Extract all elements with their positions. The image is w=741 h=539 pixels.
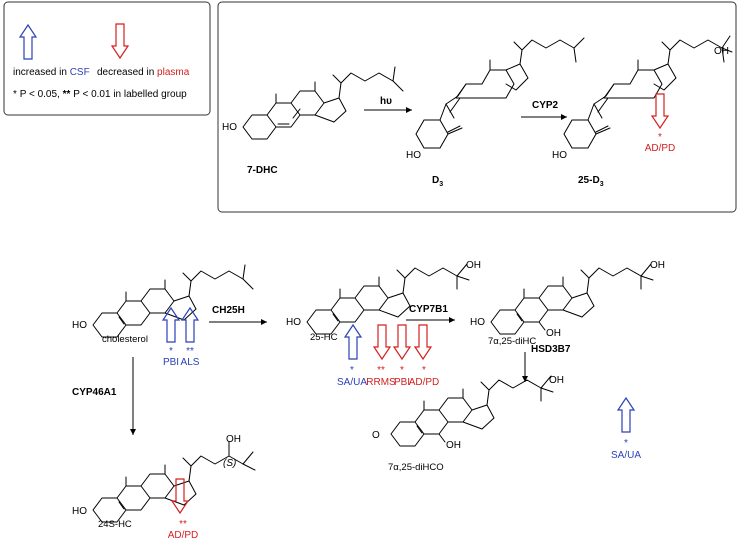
cholesterol-group-als: ALS xyxy=(181,357,200,368)
molecule-25hc xyxy=(306,263,470,335)
cholesterol-stars-als: ** xyxy=(186,346,194,357)
stereo-s-24shc: (S) xyxy=(223,458,236,469)
25hc-group-saua: SA/UA xyxy=(337,377,367,388)
atom-7oh-7a25dihc: OH xyxy=(546,328,561,339)
step-hsd3b7: HSD3B7 xyxy=(531,344,571,355)
25hc-stars-adpd: * xyxy=(422,365,426,376)
legend-down-arrow-icon xyxy=(111,23,129,59)
25d3-group: AD/PD xyxy=(645,143,676,154)
atom-oh-7a25dihco: OH xyxy=(549,375,564,386)
atom-oh-25hc: OH xyxy=(466,260,481,271)
label-7a25dihco: 7α,25-diHCO xyxy=(388,462,444,473)
25hc-group-pbi: PBI xyxy=(394,377,410,388)
legend-down-fluid: plasma xyxy=(157,67,190,78)
atom-oh-7a25dihc: OH xyxy=(650,260,665,271)
molecule-7a25dihc xyxy=(490,263,654,335)
label-7a25dihc: 7α,25-diHC xyxy=(488,336,536,347)
legend-up-fluid: CSF xyxy=(70,67,90,78)
legend-sig2: P < 0.01 in labelled group xyxy=(73,89,187,100)
legend-box xyxy=(3,1,211,116)
molecule-7dhc xyxy=(242,66,404,140)
legend-star1: * xyxy=(13,89,17,100)
label-24shc: 24S-HC xyxy=(98,519,132,530)
label-25hc: 25-HC xyxy=(310,332,338,343)
molecule-25d3 xyxy=(563,35,733,149)
step-cyp7b1: CYP7B1 xyxy=(409,304,448,315)
svg-text:* P < 0.05, ** P < 0.01 in lab: * P < 0.05, ** P < 0.01 in labelled grou… xyxy=(13,89,187,100)
atom-ho-25d3: HO xyxy=(552,150,567,161)
25hc-down-arrow-pbi-icon xyxy=(393,324,411,360)
molecule-7a25dihco xyxy=(390,375,554,447)
atom-o-7a25dihco: O xyxy=(372,430,380,441)
cholesterol-up-arrow-als-icon xyxy=(181,307,199,343)
25hc-stars-rrms: ** xyxy=(377,365,385,376)
dihco-group-saua: SA/UA xyxy=(611,450,641,461)
atom-ho-d3: HO xyxy=(406,150,421,161)
25hc-down-arrow-adpd-icon xyxy=(414,324,432,360)
atom-7oh-7a25dihco: OH xyxy=(446,440,461,451)
atom-ho-25hc: HO xyxy=(286,317,301,328)
svg-text:decreased in plasma: decreased in plasma xyxy=(97,67,190,78)
vitamin-d-box xyxy=(217,1,737,213)
label-7dhc: 7-DHC xyxy=(247,165,278,176)
legend-sig1: P < 0.05, xyxy=(20,89,60,100)
step-hv: hυ xyxy=(380,96,392,107)
cholesterol-stars-pbi: * xyxy=(169,346,173,357)
step-cyp2: CYP2 xyxy=(532,100,559,111)
molecule-24shc xyxy=(92,441,256,523)
step-ch25h: CH25H xyxy=(212,305,245,316)
25hc-group-rrms: RRMS xyxy=(366,377,396,388)
25d3-stars: * xyxy=(658,132,662,143)
molecule-cholesterol xyxy=(92,264,254,338)
svg-text:increased in CSF: increased in CSF xyxy=(13,67,90,78)
atom-ho-24shc: HO xyxy=(72,506,87,517)
dihco-stars-saua: * xyxy=(624,438,628,449)
dihco-up-arrow-icon xyxy=(617,397,635,433)
legend-down-prefix: decreased in xyxy=(97,67,154,78)
cholesterol-group-pbi: PBI xyxy=(163,357,179,368)
label-cholesterol: cholesterol xyxy=(102,334,148,345)
legend-up-prefix: increased in xyxy=(13,67,67,78)
25d3-down-arrow-icon xyxy=(651,93,669,129)
molecule-d3 xyxy=(415,37,585,149)
step-cyp46a1: CYP46A1 xyxy=(72,387,117,398)
label-25d3: 25-D3 xyxy=(578,175,604,188)
legend-star2: ** xyxy=(63,89,71,100)
atom-ho-7a25dihc: HO xyxy=(470,317,485,328)
25hc-down-arrow-rrms-icon xyxy=(373,324,391,360)
25hc-stars-saua: * xyxy=(350,365,354,376)
24shc-group-adpd: AD/PD xyxy=(168,530,199,539)
atom-oh-24shc: OH xyxy=(226,434,241,445)
25hc-up-arrow-icon xyxy=(344,324,362,360)
legend-up-arrow-icon xyxy=(19,24,37,60)
24shc-stars-adpd: ** xyxy=(179,519,187,530)
25hc-stars-pbi: * xyxy=(400,365,404,376)
25hc-group-adpd: AD/PD xyxy=(409,377,440,388)
atom-ho-7dhc: HO xyxy=(222,122,237,133)
atom-oh-25d3: OH xyxy=(714,46,729,57)
atom-ho-cholesterol: HO xyxy=(72,320,87,331)
label-d3: D3 xyxy=(432,175,443,188)
